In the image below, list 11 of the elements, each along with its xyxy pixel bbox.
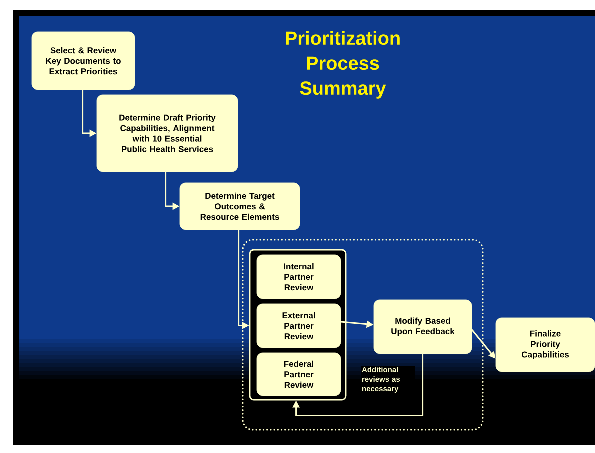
process-box: Federal Partner Review [256,352,342,396]
arrow [292,354,424,416]
process-box: Finalize Priority Capabilities [496,318,595,372]
process-box: Determine Target Outcomes & Resource Elements [180,182,300,230]
dotted-group-frame [242,239,484,431]
title: Prioritization Process Summary [286,31,400,99]
process-box: Modify Based Upon Feedback [374,300,472,354]
process-box: Determine Draft Priority Capabilities, Alignment with 10 Essential Public Health Services [96,94,238,172]
process-box: Select & Review Key Documents to Extract Priorities [32,32,136,90]
process-box: External Partner Review [256,304,342,348]
process-box: Internal Partner Review [256,254,342,300]
